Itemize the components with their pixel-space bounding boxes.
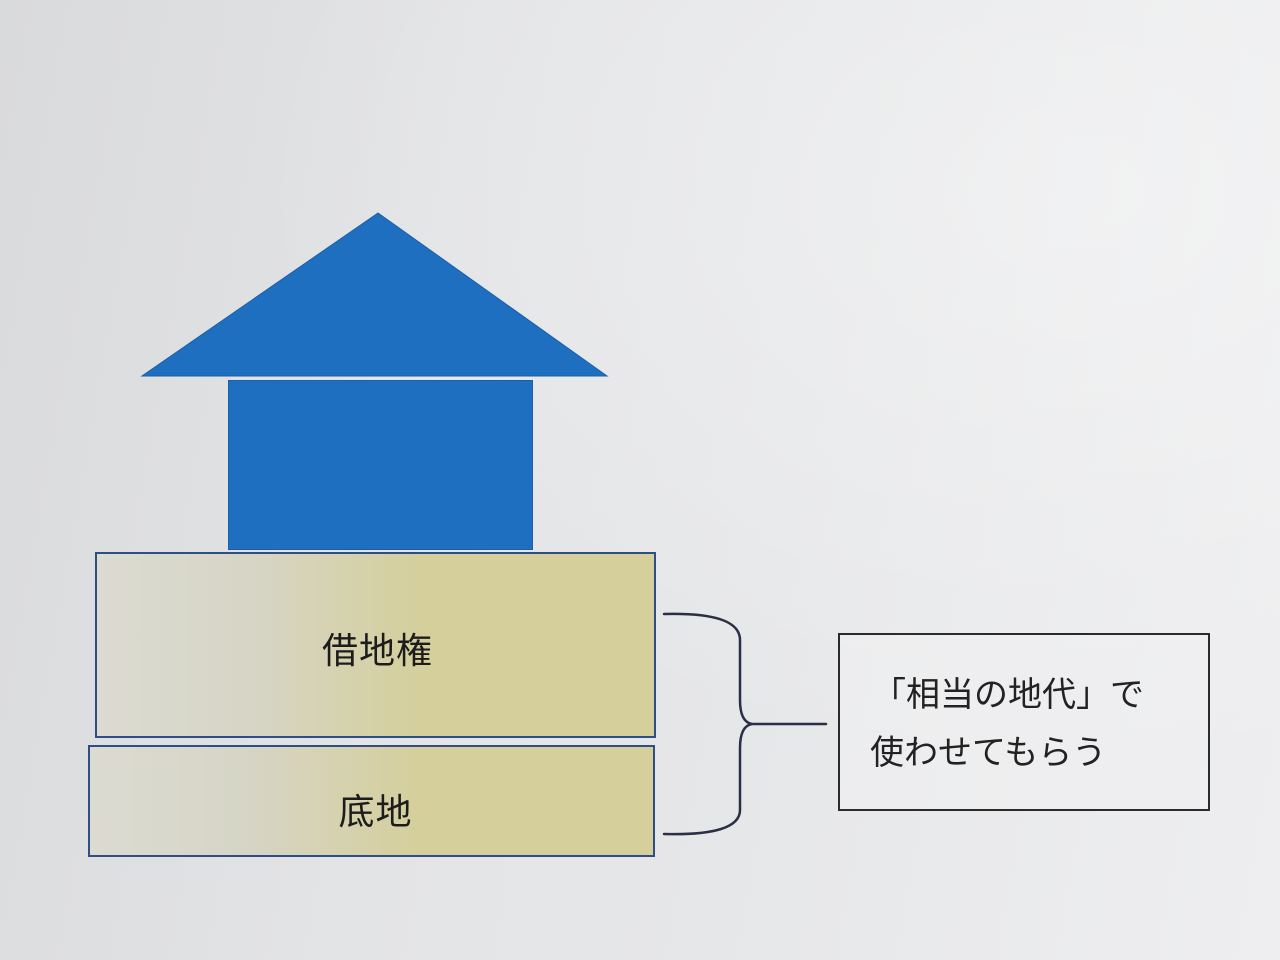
note-line-2: 使わせてもらう [870,733,1107,773]
land-ownership-block: 底地 [88,745,655,857]
rent-note-box: 「相当の地代」で 使わせてもらう [838,633,1210,811]
note-line-1: 「相当の地代」で [872,675,1144,715]
leasehold-right-label: 借地権 [321,631,433,672]
leasehold-right-block: 借地権 [95,552,656,738]
house-body [228,380,533,550]
land-ownership-label: 底地 [338,792,413,833]
